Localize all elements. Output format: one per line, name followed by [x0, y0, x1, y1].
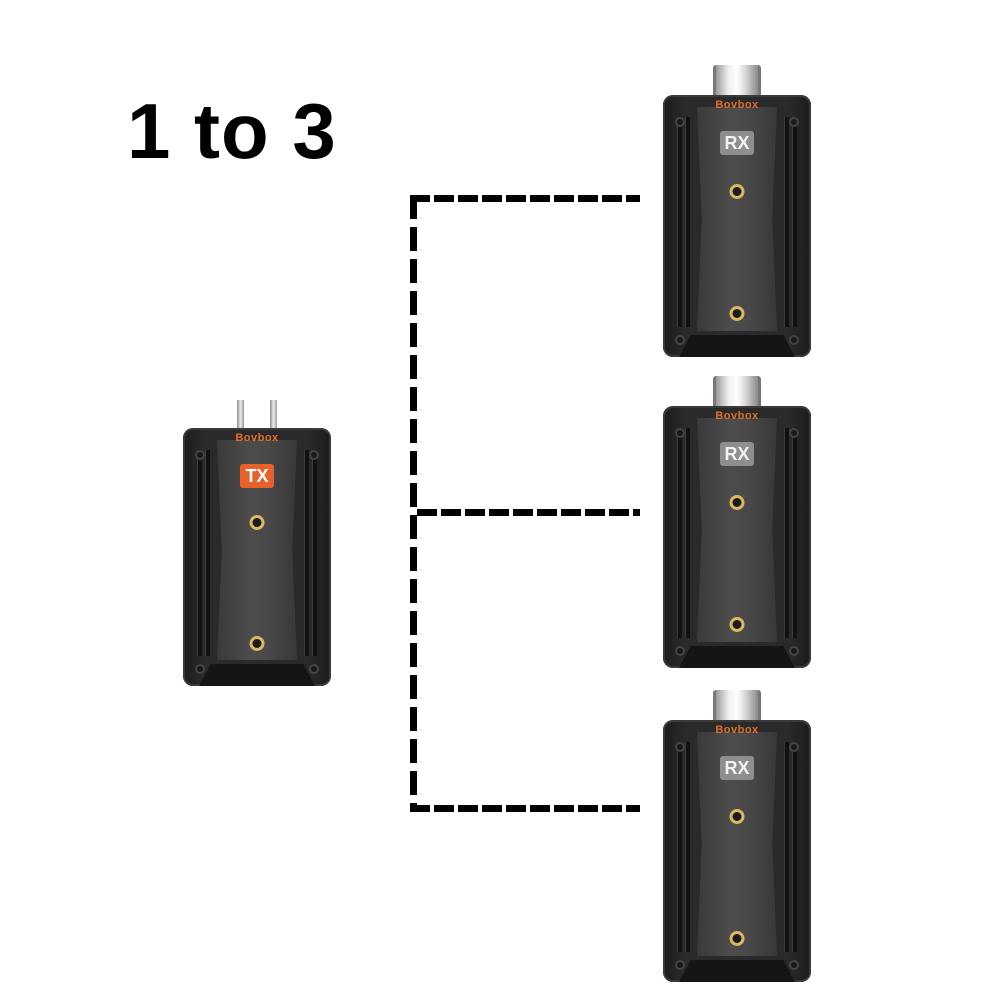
screw-icon [675, 335, 685, 345]
rx-label: RX [720, 131, 754, 155]
mount-hole-icon [249, 515, 265, 530]
brand-logo: Bovbox [715, 99, 759, 111]
brand-logo: Bovbox [715, 410, 759, 422]
screw-icon [309, 664, 319, 674]
mount-hole-icon [729, 809, 745, 824]
rx-label: RX [720, 756, 754, 780]
brand-logo: Bovbox [235, 432, 279, 444]
trunk-line [410, 195, 417, 811]
diagram-title: 1 to 3 [127, 87, 337, 175]
link-line-rx-3 [410, 805, 640, 812]
screw-icon [309, 450, 319, 460]
screw-icon [675, 742, 685, 752]
screw-icon [675, 960, 685, 970]
link-line-rx-1 [410, 195, 640, 202]
mount-hole-icon [729, 931, 745, 946]
mount-hole-icon [729, 495, 745, 510]
rx-label: RX [720, 442, 754, 466]
screw-icon [675, 117, 685, 127]
dual-pin-connector-icon [237, 400, 277, 428]
tx-label: TX [240, 464, 274, 488]
mount-hole-icon [249, 636, 265, 651]
screw-icon [789, 428, 799, 438]
screw-icon [675, 428, 685, 438]
usb-c-connector-icon [713, 690, 761, 720]
screw-icon [195, 664, 205, 674]
receiver-device-1: Bovbox RX [663, 65, 811, 357]
usb-c-connector-icon [713, 376, 761, 406]
screw-icon [789, 742, 799, 752]
transmitter-device: Bovbox TX [183, 400, 331, 686]
screw-icon [789, 335, 799, 345]
receiver-device-2: Bovbox RX [663, 376, 811, 668]
screw-icon [789, 960, 799, 970]
screw-icon [789, 646, 799, 656]
link-line-rx-2 [417, 509, 640, 516]
screw-icon [195, 450, 205, 460]
screw-icon [675, 646, 685, 656]
mount-hole-icon [729, 306, 745, 321]
screw-icon [789, 117, 799, 127]
mount-hole-icon [729, 184, 745, 199]
mount-hole-icon [729, 617, 745, 632]
receiver-device-3: Bovbox RX [663, 690, 811, 982]
usb-c-connector-icon [713, 65, 761, 95]
brand-logo: Bovbox [715, 724, 759, 736]
